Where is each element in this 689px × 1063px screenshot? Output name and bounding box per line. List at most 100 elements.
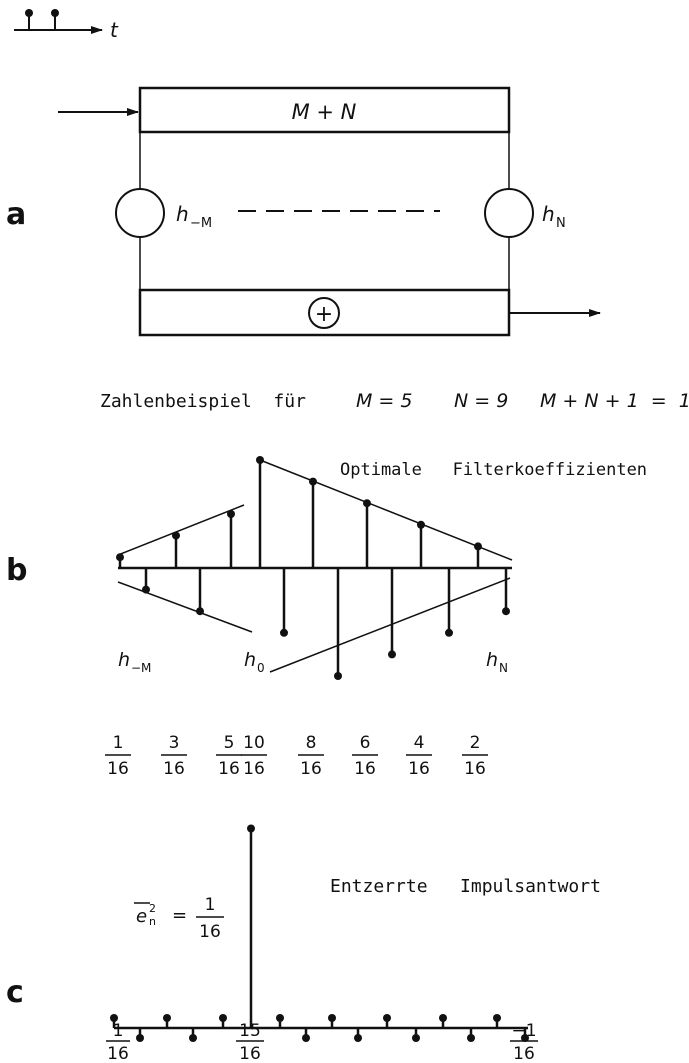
time-axis-label: t [110,18,119,42]
impulse-left-numerator: 1 [113,1021,124,1041]
example-total: M + N + 1 = 15 [540,390,689,412]
right-tap-label: h [542,202,555,226]
error-denominator: 16 [199,922,221,942]
coef-neg-dot-5 [445,628,453,637]
left-tap-subscript: −M [190,216,212,231]
fraction-denominator-3: 16 [243,759,265,779]
panel-label-b: b [6,553,27,588]
coef-pos-dot-4 [309,477,317,486]
impulse-title: Entzerrte Impulsantwort [330,876,601,897]
impulse-dot-5 [247,824,255,833]
coef-neg-dot-6 [502,607,510,616]
error-symbol: e [136,906,147,927]
impulse-dot-10 [383,1014,391,1022]
impulse-right-numerator: −1 [511,1021,536,1041]
example-n: N = 9 [454,390,508,412]
impulse-dot-6 [276,1014,284,1022]
envelope-upper-right [259,459,513,561]
fraction-numerator-2: 5 [224,733,235,753]
impulse-center-denominator: 16 [239,1044,261,1063]
impulse-dot-2 [163,1014,171,1022]
fraction-numerator-0: 1 [113,733,124,753]
fraction-denominator-6: 16 [408,759,430,779]
legend-impulse-dot-1 [25,9,33,17]
part-a-filter-structure: a M + N h −M h N + [6,86,601,337]
fraction-denominator-0: 16 [107,759,129,779]
adder-symbol: + [315,302,333,327]
coef-pos-dot-3 [256,456,264,464]
impulse-right-denominator: 16 [513,1044,535,1063]
coef-right-subscript: N [499,661,508,675]
impulse-dot-14 [493,1014,501,1022]
left-tap-multiplier [115,188,165,238]
panel-label-a: a [6,197,26,232]
coef-neg-dot-2 [280,628,288,637]
coef-left-label: h [118,649,130,671]
impulse-dot-3 [189,1034,197,1042]
example-prefix: Zahlenbeispiel für [100,391,306,412]
impulse-dot-1 [136,1034,144,1042]
envelope-lower-right [269,577,511,673]
impulse-dot-15 [521,1034,529,1042]
coef-pos-dot-7 [474,542,482,551]
delay-line-box [138,86,511,134]
coef-center-subscript: 0 [257,661,265,675]
fraction-numerator-6: 4 [414,733,425,753]
fraction-numerator-7: 2 [470,733,481,753]
fraction-denominator-7: 16 [464,759,486,779]
fraction-denominator-4: 16 [300,759,322,779]
panel-label-c: c [6,975,24,1010]
fraction-numerator-1: 3 [169,733,180,753]
impulse-stems [110,824,529,1042]
error-equals: = [172,905,187,926]
impulse-dot-0 [110,1014,118,1022]
coef-pos-dot-6 [417,520,425,529]
fraction-denominator-1: 16 [163,759,185,779]
coef-neg-dot-0 [142,585,150,594]
fraction-numerator-5: 6 [360,733,371,753]
coef-pos-dot-2 [227,510,235,518]
coef-pos-dot-5 [363,499,371,508]
positive-coefficient-stems [116,456,482,568]
fraction-numerator-3: 10 [243,733,265,753]
coefficients-title: Optimale Filterkoeffizienten [340,460,647,480]
right-tap-subscript: N [556,216,566,231]
impulse-center-numerator: 15 [239,1021,261,1041]
impulse-dot-7 [302,1034,310,1042]
fraction-numerator-4: 8 [306,733,317,753]
impulse-dot-4 [219,1014,227,1022]
coef-left-subscript: −M [131,661,151,675]
example-line: Zahlenbeispiel für M = 5 N = 9 M + N + 1… [100,390,689,412]
coef-center-label: h [244,649,256,671]
coef-pos-dot-0 [116,553,124,562]
coef-pos-dot-1 [172,531,180,540]
part-b-coefficients: b Optimale Filterkoeffizienten h −M h 0 … [6,456,647,779]
coef-right-label: h [486,649,498,671]
coef-neg-dot-4 [388,650,396,659]
coef-neg-dot-1 [196,607,204,616]
impulse-dot-13 [467,1034,475,1042]
impulse-dot-12 [439,1014,447,1022]
impulse-dot-8 [328,1014,336,1022]
left-tap-label: h [176,202,189,226]
impulse-left-denominator: 16 [107,1044,129,1063]
envelope-lower-left [117,581,253,633]
fraction-denominator-5: 16 [354,759,376,779]
error-subscript: n [149,915,156,928]
fraction-denominator-2: 16 [218,759,240,779]
right-tap-multiplier [484,188,534,238]
error-numerator: 1 [205,895,216,915]
impulse-dot-9 [354,1034,362,1042]
error-superscript: 2 [149,902,156,915]
example-m: M = 5 [356,390,412,412]
impulse-dot-11 [412,1034,420,1042]
negative-coefficient-stems [142,568,510,680]
coef-neg-dot-3 [334,672,342,680]
legend-impulse-dot-2 [51,9,59,17]
envelope-upper-left [117,504,245,556]
adder-circle [308,297,340,329]
delay-line-label: M + N [292,100,357,124]
time-axis-legend: t [14,9,119,42]
